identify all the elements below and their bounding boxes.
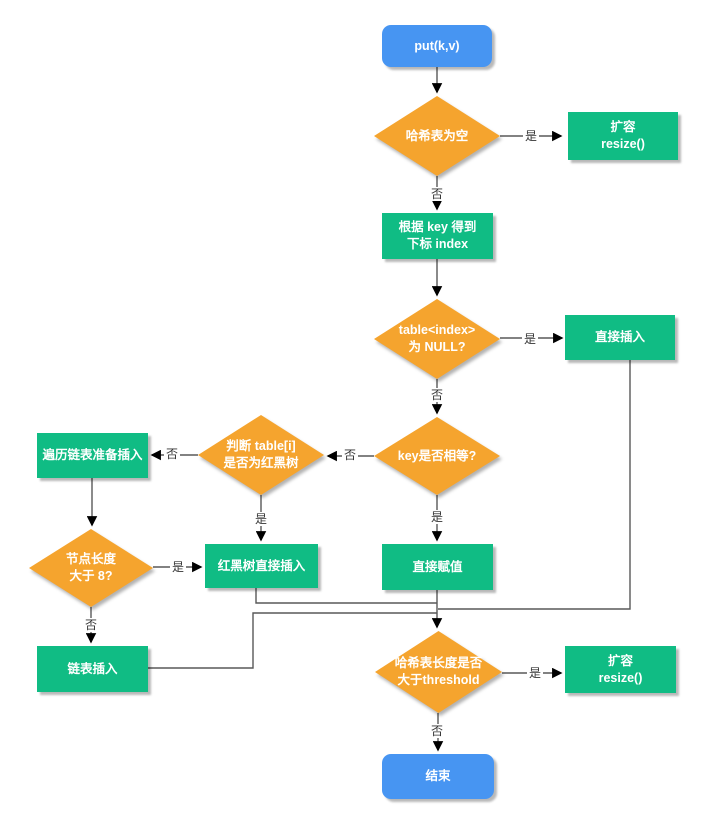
node-direct-assign: 直接赋值: [382, 544, 493, 590]
node-rbtree-insert: 红黑树直接插入: [205, 544, 318, 588]
decision-hash-empty: 哈希表为空: [374, 96, 500, 176]
edge-label-yes: 是: [522, 129, 540, 143]
edge-label-yes: 是: [521, 332, 539, 346]
node-label: 链表插入: [67, 661, 118, 676]
node-label: put(k,v): [414, 38, 460, 53]
node-label: 遍历链表准备插入: [42, 448, 143, 463]
node-get-index: 根据 key 得到 下标 index: [382, 213, 493, 259]
node-label: 哈希表长度是否 大于threshold: [394, 656, 483, 687]
node-resize-top: 扩容 resize(): [568, 112, 678, 160]
node-label: 判断 table[i] 是否为红黑树: [223, 439, 299, 470]
edge-label-no: 否: [428, 187, 446, 201]
node-label: 直接插入: [594, 330, 645, 345]
edge-label-yes: 是: [428, 510, 446, 524]
node-label: 直接赋值: [412, 559, 463, 574]
node-end: 结束: [382, 754, 494, 799]
node-label: 扩容 resize(): [598, 653, 643, 685]
node-label: 结束: [425, 769, 451, 784]
decision-threshold: 哈希表长度是否 大于threshold: [375, 631, 502, 713]
node-put: put(k,v): [382, 25, 492, 67]
edge-label-yes: 是: [526, 666, 544, 680]
edge-label-yes: 是: [252, 512, 270, 526]
node-label: 扩容 resize(): [601, 120, 645, 151]
decision-table-null: table<index> 为 NULL?: [374, 299, 500, 379]
node-label: 哈希表为空: [405, 128, 469, 143]
node-label: 节点长度 大于 8?: [65, 552, 116, 583]
node-list-insert: 链表插入: [37, 646, 148, 692]
edge-label-yes: 是: [169, 560, 187, 574]
connector-list-insert-to-threshold: [148, 612, 437, 669]
node-label: table<index> 为 NULL?: [398, 323, 476, 354]
connector-direct-insert-to-threshold: [438, 360, 631, 610]
edge-label-no: 否: [428, 724, 446, 738]
edge-label-no: 否: [163, 447, 181, 461]
node-traverse-list: 遍历链表准备插入: [37, 433, 148, 478]
edge-label-no: 否: [428, 388, 446, 402]
connector-rbtree-insert-to-threshold: [255, 588, 437, 604]
node-label: 红黑树直接插入: [217, 558, 306, 573]
node-label: 根据 key 得到 下标 index: [398, 220, 477, 251]
node-resize-bottom: 扩容 resize(): [565, 646, 676, 693]
node-direct-insert: 直接插入: [565, 315, 675, 360]
decision-key-equal: key是否相等?: [374, 417, 500, 495]
edge-label-no: 否: [341, 448, 359, 462]
node-label: key是否相等?: [397, 448, 477, 463]
decision-is-rbtree: 判断 table[i] 是否为红黑树: [198, 415, 324, 495]
decision-node-length: 节点长度 大于 8?: [29, 529, 153, 607]
edge-label-no: 否: [82, 618, 100, 632]
